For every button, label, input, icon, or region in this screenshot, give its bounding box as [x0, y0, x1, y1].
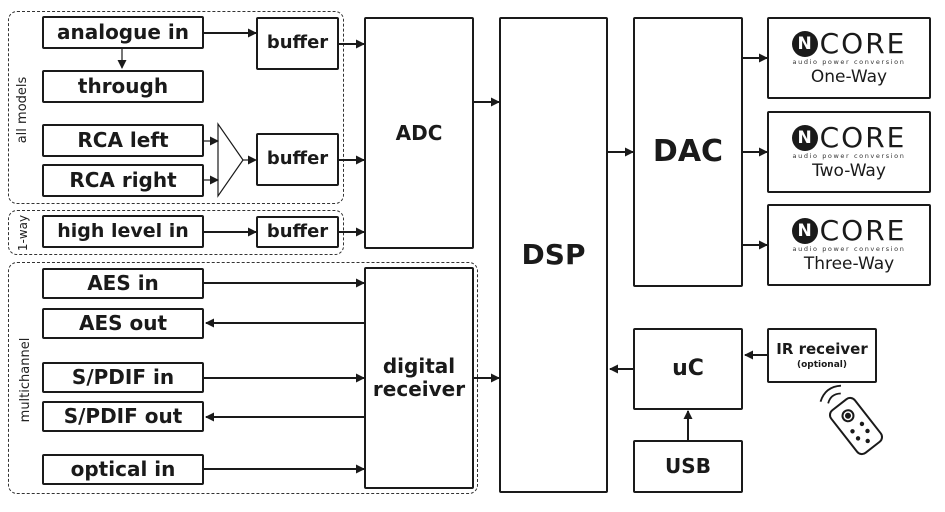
usb-block: USB: [633, 440, 743, 493]
input-analogue-in: analogue in: [42, 16, 204, 49]
label-all-models: all models: [15, 76, 30, 144]
uc-block: uC: [633, 328, 743, 410]
dac-block: DAC: [633, 17, 743, 287]
ncore-logo-letter: N: [791, 218, 818, 245]
ncore-logo-word: CORE: [819, 121, 907, 155]
ncore-tagline: audio power conversion: [792, 244, 906, 253]
ncore-three-way: N CORE audio power conversion Three-Way: [767, 204, 931, 286]
input-high-level-in: high level in: [42, 215, 204, 248]
buffer-analogue: buffer: [256, 17, 339, 70]
digital-receiver-block: digital receiver: [364, 267, 474, 489]
digital-receiver-line2: receiver: [372, 377, 466, 401]
ncore-logo: N CORE: [791, 121, 907, 155]
ncore-tagline: audio power conversion: [792, 151, 906, 160]
dsp-block: DSP: [499, 17, 608, 493]
input-rca-right: RCA right: [42, 164, 204, 197]
ncore-model-label: Two-Way: [812, 161, 886, 182]
digital-receiver-line1: digital: [382, 354, 456, 378]
ncore-logo-letter: N: [791, 31, 818, 58]
output-through: through: [42, 70, 204, 103]
label-one-way: 1-way: [16, 214, 30, 252]
adc-block: ADC: [364, 17, 474, 249]
ncore-logo-word: CORE: [819, 214, 907, 248]
ncore-model-label: One-Way: [810, 67, 888, 88]
input-aes-in: AES in: [42, 268, 204, 299]
ncore-logo: N CORE: [791, 27, 907, 61]
ncore-logo: N CORE: [791, 214, 907, 248]
buffer-rca: buffer: [256, 133, 339, 186]
input-optical-in: optical in: [42, 454, 204, 485]
input-rca-left: RCA left: [42, 124, 204, 157]
label-multichannel: multichannel: [18, 337, 33, 423]
ir-receiver-optional-label: (optional): [797, 359, 847, 370]
output-aes-out: AES out: [42, 308, 204, 339]
ir-receiver-label: IR receiver: [776, 339, 868, 358]
output-spdif-out: S/PDIF out: [42, 401, 204, 432]
ncore-model-label: Three-Way: [803, 254, 895, 275]
ncore-tagline: audio power conversion: [792, 57, 906, 66]
input-spdif-in: S/PDIF in: [42, 362, 204, 393]
ir-receiver-block: IR receiver (optional): [767, 328, 877, 383]
ncore-logo-word: CORE: [819, 27, 907, 61]
ncore-logo-letter: N: [791, 125, 818, 152]
group-all-models: [8, 11, 344, 204]
remote-control-icon: [819, 384, 884, 456]
ncore-one-way: N CORE audio power conversion One-Way: [767, 17, 931, 99]
buffer-high-level: buffer: [256, 216, 339, 248]
ncore-two-way: N CORE audio power conversion Two-Way: [767, 111, 931, 193]
